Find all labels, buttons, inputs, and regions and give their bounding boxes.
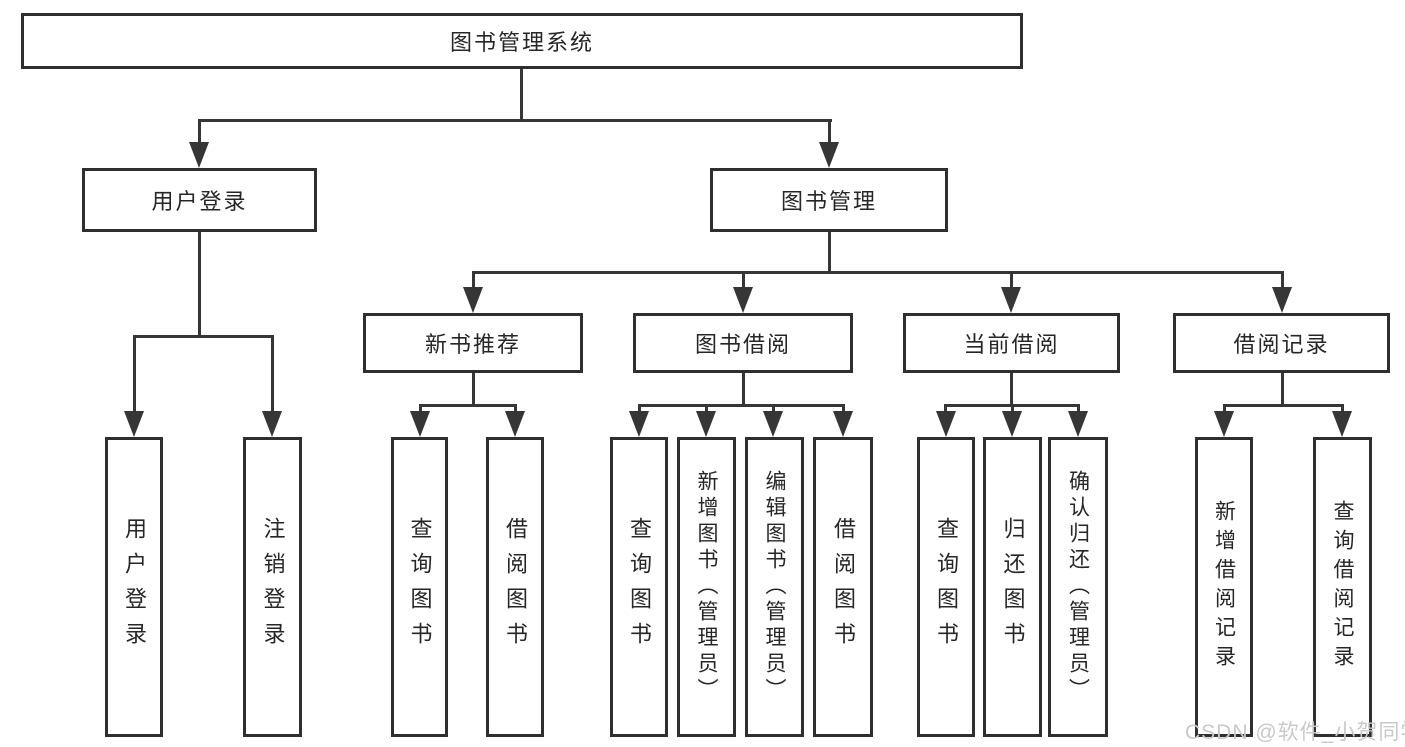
leaf-label: 查询图书 (627, 517, 652, 657)
arrow-down-marker (819, 142, 839, 168)
node-current-borrow: 当前借阅 (903, 313, 1120, 373)
connector-drop-leaf (1341, 404, 1344, 414)
connector-borrow-records-bus (1223, 404, 1344, 407)
connector-user-login-stem (198, 232, 201, 336)
arrow-down-marker (696, 411, 716, 437)
connector-root-bus (198, 119, 832, 122)
csdn-watermark: CSDN @软件_小贺同学 (1185, 721, 1405, 744)
leaf-user-login: 用户登录 (105, 437, 163, 737)
node-user-login: 用户登录 (82, 168, 317, 232)
leaf-borrow-books-1: 借阅图书 (486, 437, 544, 737)
connector-drop-level3 (742, 271, 745, 289)
arrow-down-marker (1214, 411, 1234, 437)
connector-drop-leaf (1077, 404, 1080, 414)
arrow-down-marker (262, 411, 282, 437)
arrow-down-marker (1068, 411, 1088, 437)
arrow-down-marker (936, 411, 956, 437)
connector-drop-level3 (1010, 271, 1013, 289)
leaf-label: 归还图书 (1000, 517, 1026, 657)
arrow-down-marker (733, 287, 753, 313)
connector-new-book-stem (472, 373, 475, 406)
leaf-label: 编辑图书（管理员） (763, 470, 786, 704)
connector-drop-leaf (638, 404, 641, 414)
leaf-query-books-2: 查询图书 (610, 437, 668, 737)
leaf-borrow-books-2: 借阅图书 (813, 437, 873, 737)
leaf-label: 查询图书 (934, 517, 959, 657)
connector-drop-leaf (419, 404, 422, 414)
leaf-return-book: 归还图书 (983, 437, 1042, 737)
leaf-label: 查询图书 (407, 517, 433, 657)
connector-drop-leaf (705, 404, 708, 414)
leaf-label: 新增图书（管理员） (695, 470, 718, 704)
arrow-down-marker (629, 411, 649, 437)
leaf-logout: 注销登录 (243, 437, 302, 737)
arrow-down-marker (1332, 411, 1352, 437)
leaf-edit-book-admin: 编辑图书（管理员） (745, 437, 804, 737)
connector-drop-book-management (828, 119, 831, 145)
arrow-down-marker (833, 411, 853, 437)
arrow-down-marker (124, 411, 144, 437)
leaf-query-borrow-record: 查询借阅记录 (1313, 437, 1372, 737)
connector-drop-level3 (1281, 271, 1284, 289)
node-library-system: 图书管理系统 (21, 13, 1023, 69)
connector-drop-leaf (133, 335, 136, 413)
leaf-add-book-admin: 新增图书（管理员） (677, 437, 736, 737)
connector-user-login-bus (133, 335, 274, 338)
node-book-management: 图书管理 (710, 168, 948, 232)
connector-current-borrow-stem (1010, 373, 1013, 406)
arrow-down-marker (463, 287, 483, 313)
arrow-down-marker (410, 411, 430, 437)
connector-drop-level3 (472, 271, 475, 289)
arrow-down-marker (1001, 287, 1021, 313)
leaf-label: 借阅图书 (831, 517, 856, 657)
connector-drop-leaf (772, 404, 775, 414)
leaf-label: 确认归还（管理员） (1066, 470, 1090, 704)
connector-book-borrow-bus (638, 404, 845, 407)
connector-drop-leaf (1011, 404, 1014, 414)
connector-new-book-bus (419, 404, 517, 407)
leaf-label: 注销登录 (260, 517, 286, 657)
leaf-query-books-1: 查询图书 (391, 437, 448, 737)
leaf-query-books-3: 查询图书 (917, 437, 975, 737)
node-borrow-records: 借阅记录 (1173, 313, 1390, 373)
arrow-down-marker (763, 411, 783, 437)
leaf-label: 借阅图书 (503, 517, 528, 657)
leaf-add-borrow-record: 新增借阅记录 (1195, 437, 1253, 737)
connector-drop-leaf (514, 404, 517, 414)
arrow-down-marker (189, 142, 209, 168)
leaf-label: 新增借阅记录 (1212, 500, 1236, 674)
arrow-down-marker (1002, 411, 1022, 437)
connector-drop-leaf (1223, 404, 1226, 414)
connector-drop-user-login (198, 119, 201, 145)
leaf-confirm-return-admin: 确认归还（管理员） (1048, 437, 1108, 737)
connector-drop-leaf (271, 335, 274, 413)
connector-book-borrow-stem (742, 373, 745, 406)
connector-drop-leaf (842, 404, 845, 414)
connector-book-management-bus (472, 271, 1284, 274)
connector-root-stem (520, 69, 523, 122)
arrow-down-marker (1272, 287, 1292, 313)
arrow-down-marker (505, 411, 525, 437)
connector-drop-leaf (944, 404, 947, 414)
node-new-book-recommend: 新书推荐 (363, 313, 583, 373)
node-book-borrow: 图书借阅 (633, 313, 853, 373)
connector-borrow-records-stem (1281, 373, 1284, 406)
connector-book-management-stem (828, 232, 831, 273)
leaf-label: 查询借阅记录 (1331, 500, 1354, 674)
leaf-label: 用户登录 (122, 517, 147, 657)
